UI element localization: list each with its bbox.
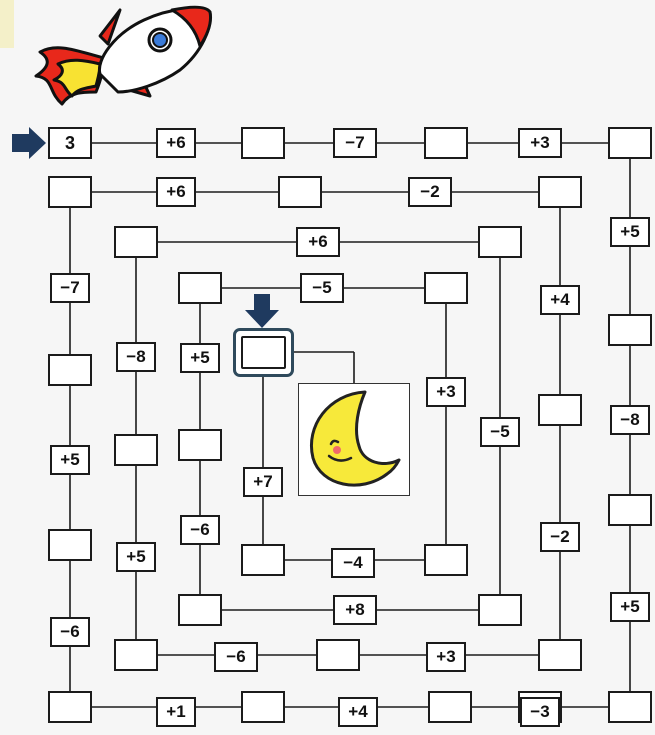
operator-label: +6 <box>296 227 340 257</box>
operator-label: −2 <box>540 522 580 552</box>
operator-label: −5 <box>300 273 344 303</box>
answer-cell[interactable] <box>114 639 158 671</box>
operator-label: +5 <box>50 445 90 475</box>
answer-cell[interactable] <box>608 314 652 346</box>
target-cell[interactable] <box>233 328 294 377</box>
answer-cell[interactable] <box>424 544 468 576</box>
answer-cell[interactable] <box>114 226 158 258</box>
answer-cell[interactable] <box>48 529 92 561</box>
arrow-right-icon <box>11 126 47 160</box>
operator-label: +4 <box>338 697 378 727</box>
operator-label: +3 <box>426 377 466 407</box>
operator-label: +8 <box>333 595 377 625</box>
answer-cell[interactable] <box>538 176 582 208</box>
answer-cell[interactable] <box>316 639 360 671</box>
operator-label: +6 <box>156 128 196 158</box>
answer-cell[interactable] <box>478 594 522 626</box>
operator-label: −4 <box>331 548 375 578</box>
operator-label: −3 <box>520 697 560 727</box>
rocket-icon <box>30 2 215 114</box>
operator-label: −7 <box>50 273 90 303</box>
answer-cell[interactable] <box>178 429 222 461</box>
answer-cell[interactable] <box>424 272 468 304</box>
operator-label: −6 <box>214 642 258 672</box>
answer-cell[interactable] <box>608 127 652 159</box>
answer-cell[interactable] <box>478 226 522 258</box>
start-cell: 3 <box>48 127 92 159</box>
answer-cell[interactable] <box>608 691 652 723</box>
operator-label: −8 <box>116 342 156 372</box>
moon-frame <box>298 383 410 496</box>
operator-label: −7 <box>333 128 377 158</box>
answer-cell[interactable] <box>114 434 158 466</box>
operator-label: +5 <box>180 343 220 373</box>
operator-label: +3 <box>426 642 466 672</box>
operator-label: −6 <box>180 515 220 545</box>
answer-cell[interactable] <box>178 594 222 626</box>
answer-cell[interactable] <box>48 176 92 208</box>
operator-label: −8 <box>610 405 650 435</box>
answer-cell[interactable] <box>538 394 582 426</box>
operator-label: −5 <box>480 417 520 447</box>
answer-cell[interactable] <box>241 691 285 723</box>
answer-cell[interactable] <box>428 691 472 723</box>
operator-label: +6 <box>156 177 196 207</box>
operator-label: +7 <box>243 467 283 497</box>
operator-label: +3 <box>518 128 562 158</box>
arrow-down-icon <box>244 293 280 329</box>
answer-cell[interactable] <box>538 639 582 671</box>
operator-label: +5 <box>610 592 650 622</box>
answer-cell[interactable] <box>48 354 92 386</box>
answer-cell[interactable] <box>278 176 322 208</box>
answer-cell[interactable] <box>241 544 285 576</box>
operator-label: −2 <box>408 177 452 207</box>
crescent-moon-icon <box>299 384 408 494</box>
answer-cell[interactable] <box>241 127 285 159</box>
answer-cell[interactable] <box>608 494 652 526</box>
answer-cell[interactable] <box>48 691 92 723</box>
operator-label: +4 <box>540 285 580 315</box>
operator-label: +5 <box>116 542 156 572</box>
operator-label: +5 <box>610 217 650 247</box>
answer-cell[interactable] <box>178 272 222 304</box>
operator-label: +1 <box>156 697 196 727</box>
operator-label: −6 <box>50 617 90 647</box>
answer-cell[interactable] <box>424 127 468 159</box>
